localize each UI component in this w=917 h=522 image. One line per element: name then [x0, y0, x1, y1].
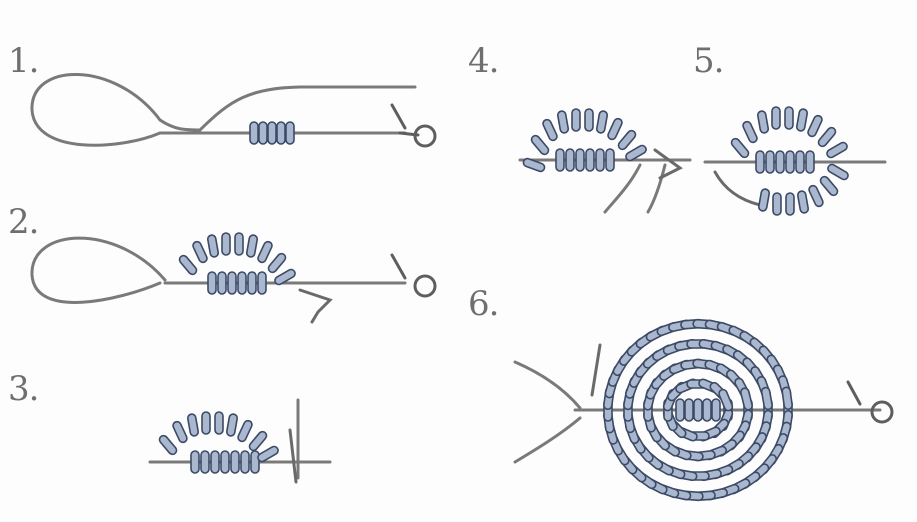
- bead: [685, 399, 693, 421]
- bead: [761, 387, 773, 410]
- bead: [694, 399, 702, 421]
- bead: [712, 399, 720, 421]
- step-2-beads: [178, 233, 297, 294]
- bead: [676, 399, 684, 421]
- step-1-illustration: [32, 74, 435, 146]
- step-6-beads: [603, 319, 792, 500]
- bead: [740, 387, 753, 410]
- step-1-beads: [250, 122, 294, 144]
- step-4-beads: [522, 109, 647, 173]
- step-4-illustration: [520, 150, 690, 212]
- step-5-illustration: [705, 162, 885, 205]
- bead: [703, 399, 711, 421]
- step-3-beads: [158, 412, 280, 473]
